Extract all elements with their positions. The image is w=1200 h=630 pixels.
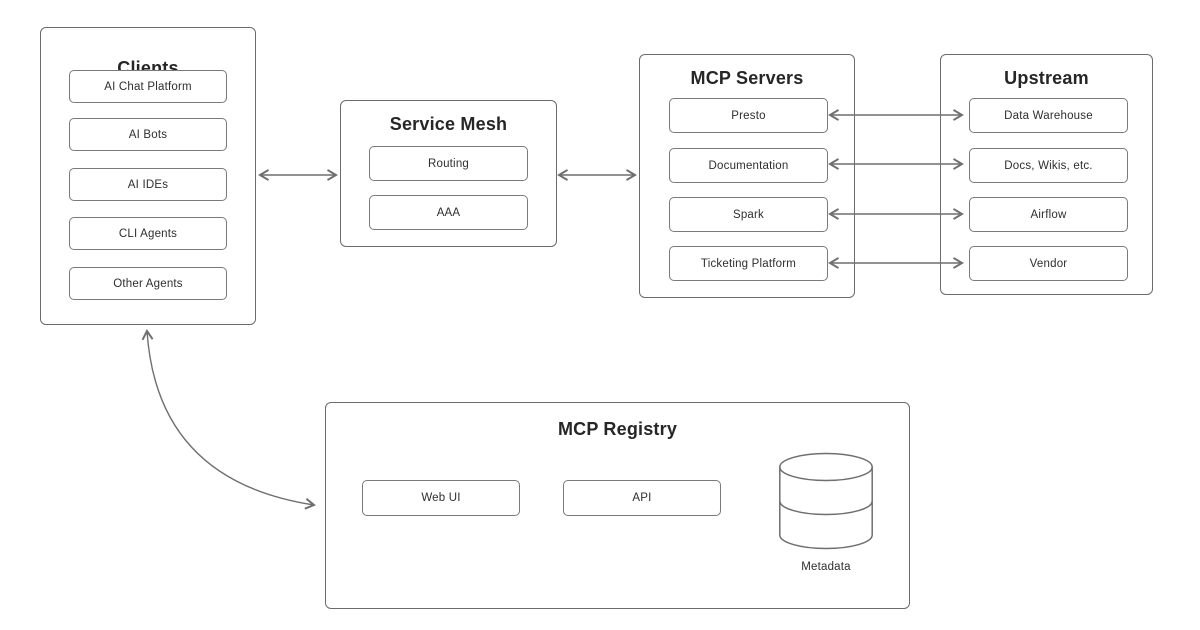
arrow-registry-clients: [141, 329, 316, 510]
metadata-label: Metadata: [801, 561, 851, 573]
node-documentation: Documentation: [669, 148, 828, 183]
node-airflow: Airflow: [969, 197, 1128, 232]
node-ai-ides: AI IDEs: [69, 168, 227, 201]
node-ai-bots: AI Bots: [69, 118, 227, 151]
node-presto: Presto: [669, 98, 828, 133]
upstream-group-title: Upstream: [1004, 68, 1089, 88]
node-web-ui: Web UI: [362, 480, 520, 516]
clients-group: Clients AI Chat Platform AI Bots AI IDEs…: [40, 27, 256, 325]
node-other-agents: Other Agents: [69, 267, 227, 300]
node-vendor: Vendor: [969, 246, 1128, 281]
mcp-registry-group-title: MCP Registry: [557, 419, 678, 439]
database-cylinder-icon: [779, 452, 873, 550]
service-mesh-group-title: Service Mesh: [389, 114, 508, 134]
node-api: API: [563, 480, 721, 516]
service-mesh-group: Service Mesh Routing AAA: [340, 100, 557, 247]
node-ai-chat-platform: AI Chat Platform: [69, 70, 227, 103]
node-routing: Routing: [369, 146, 528, 181]
mcp-servers-group: MCP Servers Presto Documentation Spark T…: [639, 54, 855, 298]
node-data-warehouse: Data Warehouse: [969, 98, 1128, 133]
node-ticketing-platform: Ticketing Platform: [669, 246, 828, 281]
upstream-group: Upstream Data Warehouse Docs, Wikis, etc…: [940, 54, 1153, 295]
node-spark: Spark: [669, 197, 828, 232]
node-docs-wikis-etc: Docs, Wikis, etc.: [969, 148, 1128, 183]
mcp-servers-group-title: MCP Servers: [690, 68, 804, 88]
mcp-registry-group: MCP Registry Web UI API Metadata: [325, 402, 910, 609]
node-aaa: AAA: [369, 195, 528, 230]
node-cli-agents: CLI Agents: [69, 217, 227, 250]
